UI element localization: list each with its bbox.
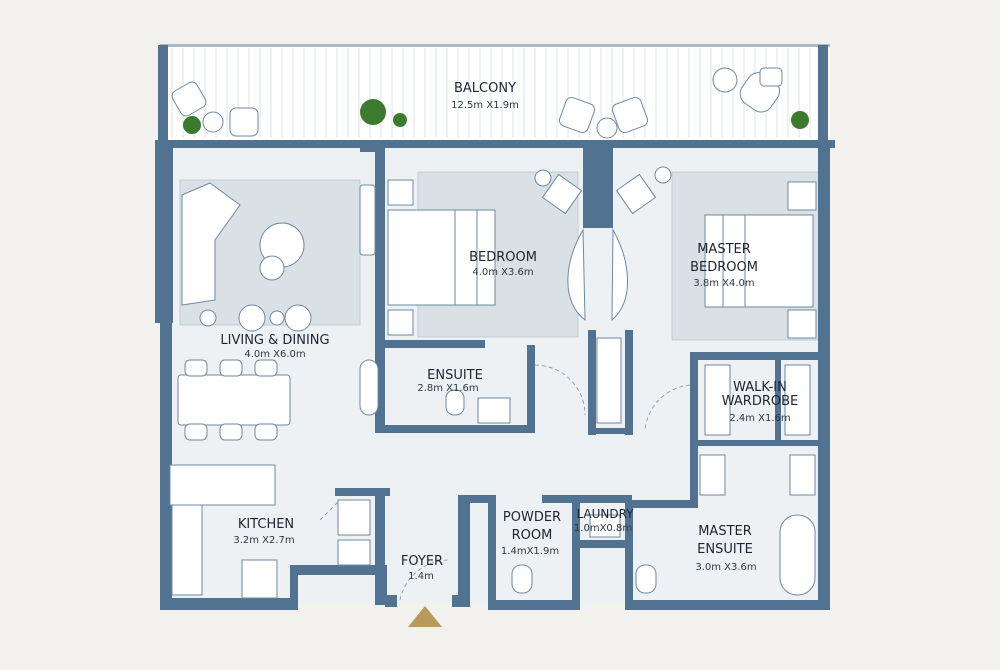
- powder-room-label-1: POWDER: [503, 510, 561, 525]
- balcony-furniture: [171, 67, 809, 139]
- entrance-arrow-icon: [408, 606, 442, 627]
- walk-in-size: 2.4m X1.6m: [729, 413, 790, 424]
- master-ensuite-label-2: ENSUITE: [697, 542, 753, 557]
- foyer-label: FOYER: [401, 554, 443, 569]
- laundry-size: 1.0mX0.8m: [574, 523, 632, 534]
- walk-in-label-1: WALK-IN: [733, 380, 787, 395]
- bedroom-label: BEDROOM: [469, 250, 537, 265]
- ensuite-label: ENSUITE: [427, 368, 483, 383]
- living-dining-size: 4.0m X6.0m: [244, 349, 305, 360]
- balcony-area: [160, 44, 830, 145]
- living-furniture: [169, 182, 379, 599]
- walk-in-label-2: WARDROBE: [722, 394, 798, 409]
- door-swings: [319, 364, 691, 601]
- kitchen-label: KITCHEN: [238, 517, 294, 532]
- kitchen-size: 3.2m X2.7m: [233, 535, 294, 546]
- powder-room-size: 1.4mX1.9m: [501, 546, 559, 557]
- master-bedroom-size: 3.8m X4.0m: [693, 278, 754, 289]
- walls: [155, 45, 835, 610]
- powder-room-label-2: ROOM: [512, 528, 553, 543]
- living-dining-label: LIVING & DINING: [220, 333, 329, 348]
- laundry-label: LAUNDRY: [576, 507, 634, 521]
- master-bedroom-label-2: BEDROOM: [690, 260, 758, 275]
- balcony-label: BALCONY: [454, 81, 516, 96]
- foyer-size: 1.4m: [408, 571, 434, 582]
- ensuite-size: 2.8m X1.6m: [417, 383, 478, 394]
- master-bedroom-furniture: [615, 166, 817, 339]
- bedroom-size: 4.0m X3.6m: [472, 267, 533, 278]
- master-ensuite-size: 3.0m X3.6m: [695, 562, 756, 573]
- master-ensuite-label-1: MASTER: [698, 524, 752, 539]
- bedroom-furniture: [387, 169, 629, 336]
- balcony-size: 12.5m X1.9m: [451, 100, 519, 111]
- master-bedroom-label-1: MASTER: [697, 242, 751, 257]
- bathroom-fixtures: [337, 337, 816, 596]
